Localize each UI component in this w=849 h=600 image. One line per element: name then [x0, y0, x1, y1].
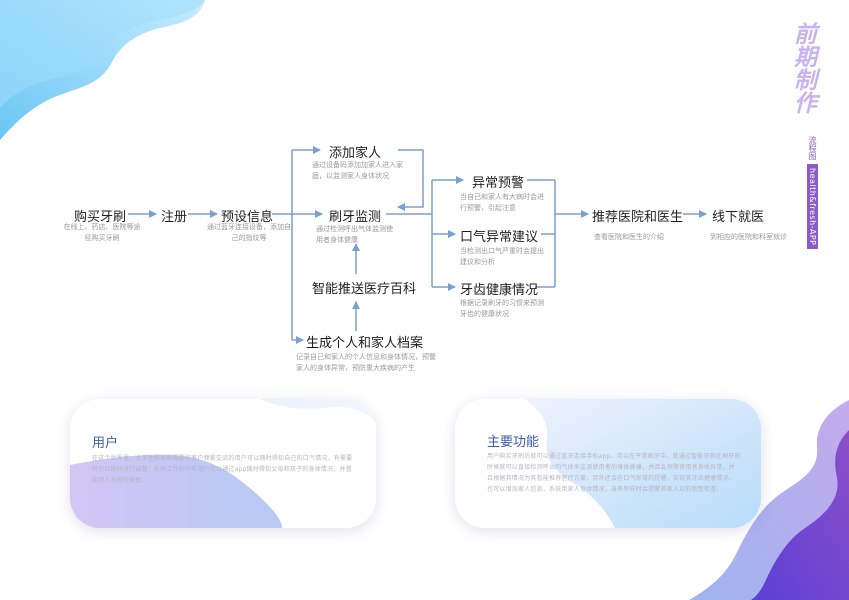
node-register-title: 注册 — [161, 206, 187, 225]
node-buy-toothbrush-desc: 在线上、药店、医院等途径购买牙刷 — [62, 222, 142, 244]
node-breath-advice-title: 口气异常建议 — [460, 226, 538, 245]
node-preset-info-desc: 通过蓝牙连接设备，添加自己的指纹等 — [206, 222, 292, 244]
node-medical-encyclopedia-title: 智能推送医疗百科 — [312, 278, 416, 297]
node-abnormal-warning-title: 异常预警 — [472, 172, 524, 191]
node-teeth-health-title: 牙齿健康情况 — [460, 279, 538, 298]
node-recommend-hospital-title: 推荐医院和医生 — [592, 206, 683, 225]
card-features-text: 用户购买牙刷后就可以通过蓝牙连接手机app，可以在平常刷牙中，就通过智能牙刷在刷… — [487, 451, 741, 495]
card-users-title: 用户 — [92, 432, 118, 451]
node-archive-desc: 记录自己和家人的个人信息和身体情况，预警家人的身体异常，预防重大疾病的产生 — [296, 352, 442, 374]
node-archive-title: 生成个人和家人档案 — [306, 332, 423, 351]
node-breath-advice-desc: 当检测出口气严重时会提出建议和分析 — [460, 246, 544, 268]
node-add-family-desc: 通过设备码添加加家人进入家庭，以监测家人身体状况 — [312, 160, 408, 182]
card-users: 用户 在这个世界里，大学生和长期需要和客户频繁交流的用户可以随时得知自己的口气情… — [70, 399, 376, 528]
node-abnormal-warning-desc: 当自己和家人有大病时会进行预警，引起注意 — [460, 192, 544, 214]
node-brushing-monitor-desc: 通过检测呼出气体监测使用者身体健康 — [316, 224, 396, 246]
card-users-text: 在这个世界里，大学生和长期需要和客户频繁交流的用户可以随时得知自己的口气情况，有… — [92, 453, 354, 486]
card-features-title: 主要功能 — [487, 431, 539, 450]
node-recommend-hospital-desc: 查看医院和医生的介绍 — [594, 232, 690, 243]
node-offline-visit-title: 线下就医 — [712, 206, 764, 225]
node-brushing-monitor-title: 刷牙监测 — [329, 206, 381, 225]
node-add-family-title: 添加家人 — [329, 142, 381, 161]
card-main-features: 主要功能 用户购买牙刷后就可以通过蓝牙连接手机app，可以在平常刷牙中，就通过智… — [455, 399, 761, 528]
node-offline-visit-desc: 到相应的医院和科室就诊 — [710, 232, 810, 243]
node-teeth-health-desc: 根据记录刷牙的习惯来预测牙齿的健康状况 — [460, 298, 548, 320]
